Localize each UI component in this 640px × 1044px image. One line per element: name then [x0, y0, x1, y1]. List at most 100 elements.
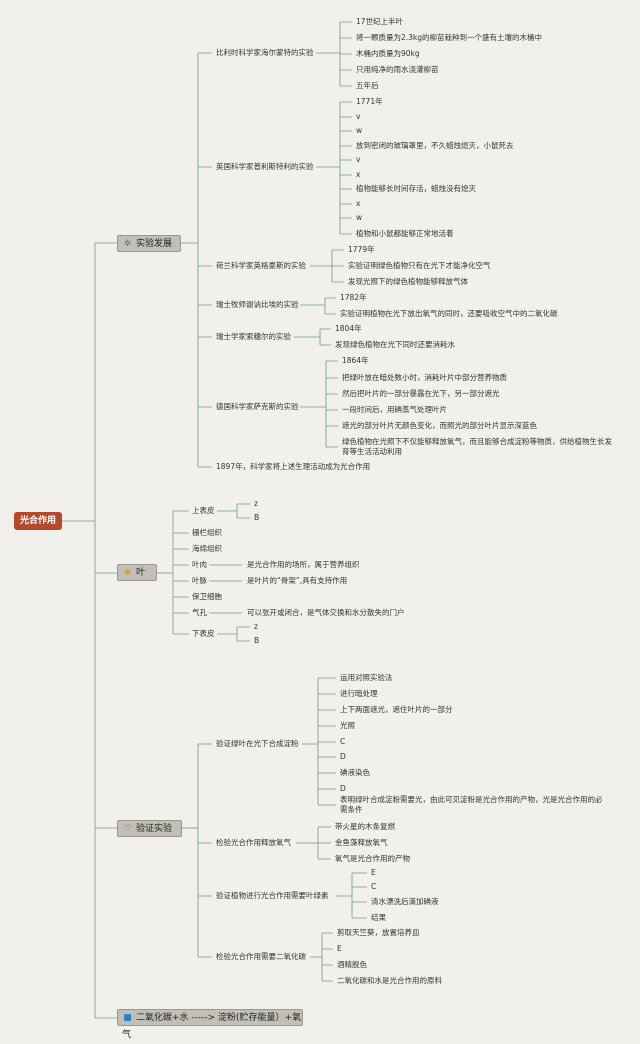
leaf-palisade[interactable]: 栅栏组织	[192, 528, 222, 537]
list-item: x	[356, 170, 361, 179]
connector	[198, 52, 212, 468]
list-item: D	[340, 752, 346, 761]
list-item: 实验证明植物在光下放出氧气的同时，还要吸收空气中的二氧化碳	[340, 309, 558, 318]
connector	[300, 297, 336, 315]
list-item: x	[356, 199, 361, 208]
list-item: z	[254, 622, 258, 631]
connector	[310, 249, 344, 283]
square-icon: ■	[123, 1013, 132, 1023]
topic-co2-test[interactable]: 检验光合作用需要二氧化碳	[216, 952, 306, 961]
list-item: 清水漂洗后滴加碘液	[371, 897, 439, 906]
list-item: 只用纯净的雨水浇灌柳苗	[356, 65, 439, 74]
category-leaf[interactable]: ❀叶	[117, 564, 157, 581]
category-label: 叶	[136, 568, 146, 578]
root-node[interactable]: 光合作用	[14, 512, 62, 530]
list-item: 金鱼藻释放氧气	[335, 838, 388, 847]
list-item: 一段时间后，用碘蒸气处理叶片	[342, 405, 447, 414]
list-item: 运用对照实验法	[340, 673, 393, 682]
list-item: B	[254, 636, 260, 645]
category-label: 实验发展	[136, 239, 173, 249]
list-item: 表明绿叶合成淀粉需要光，由此可见淀粉是光合作用的产物，光是光合作用的必需条件	[340, 795, 603, 814]
leaf-spongy[interactable]: 海绵组织	[192, 544, 222, 553]
list-item: w	[356, 213, 363, 222]
list-item: 碘液染色	[340, 768, 370, 777]
list-item: w	[356, 126, 363, 135]
list-item: 1804年	[335, 324, 362, 333]
leaf-guard-cell[interactable]: 保卫细胞	[192, 592, 222, 601]
list-item: C	[371, 882, 377, 891]
connector	[217, 503, 250, 519]
list-item: 1864年	[342, 356, 369, 365]
leaf-upper-epidermis[interactable]: 上表皮	[192, 506, 215, 515]
topic-senebier[interactable]: 瑞士牧师谢讷比埃的实验	[216, 300, 299, 309]
leaf-stoma[interactable]: 气孔	[192, 608, 207, 617]
list-item: 将一颗质量为2.3kg的柳苗栽种到一个盛有土壤的木桶中	[356, 33, 543, 42]
list-item: 酒精脱色	[337, 960, 367, 969]
topic-ingenhousz[interactable]: 荷兰科学家英格豪斯的实验	[216, 261, 306, 270]
leaf-vein[interactable]: 叶脉	[192, 576, 207, 585]
connector	[336, 872, 367, 919]
connector	[296, 826, 331, 860]
list-item: v	[356, 112, 361, 121]
list-item: 1779年	[348, 245, 375, 254]
topic-sachs[interactable]: 德国科学家萨克斯的实验	[216, 402, 299, 411]
list-item: D	[340, 784, 346, 793]
list-item: 发现光照下的绿色植物能够释放气体	[348, 277, 468, 286]
list-item: B	[254, 513, 260, 522]
list-item: 二氧化碳和水是光合作用的原料	[337, 976, 442, 985]
list-item: 木桶内质量为90kg	[356, 49, 420, 58]
list-item: v	[356, 155, 361, 164]
topic-conclusion[interactable]: 1897年，科学家将上述生理活动成为光合作用	[216, 462, 371, 471]
list-item: 1782年	[340, 293, 367, 302]
connector	[209, 564, 242, 614]
list-item: 上下两面遮光，遮住叶片的一部分	[340, 705, 453, 714]
leaf-mesophyll[interactable]: 叶肉	[192, 560, 207, 569]
list-item: 放到密闭的玻璃罩里，不久蜡烛熄灭，小鼠死去	[356, 141, 514, 150]
list-item: 发现绿色植物在光下同时还要消耗水	[335, 340, 455, 349]
category-verification-experiment[interactable]: ♡验证实验	[117, 820, 182, 837]
connector	[217, 626, 250, 642]
list-item: 氧气是光合作用的产物	[335, 854, 410, 863]
list-item: 1771年	[356, 97, 383, 106]
list-item: 然后把叶片的一部分暴露在光下，另一部分遮光	[342, 389, 500, 398]
list-item: z	[254, 499, 258, 508]
topic-saussure[interactable]: 瑞士学家索穗尔的实验	[216, 332, 291, 341]
category-label: 二氧化碳+水 -----> 淀粉(贮存能量）+氧气	[122, 1013, 302, 1040]
connector	[173, 510, 189, 635]
leaf-icon: ❀	[123, 568, 132, 578]
list-item: 五年后	[356, 81, 379, 90]
connector	[302, 677, 336, 806]
list-item: 结果	[371, 913, 386, 922]
list-item: 光照	[340, 721, 355, 730]
gear-icon: ✲	[123, 239, 132, 249]
topic-helmont[interactable]: 比利时科学家海尔蒙特的实验	[216, 48, 314, 57]
leaf-vein-desc: 是叶片的“骨架”,具有支持作用	[247, 576, 348, 585]
list-item: 植物能够长时间存活，蜡烛没有熄灭	[356, 184, 476, 193]
topic-oxygen-test[interactable]: 检验光合作用释放氧气	[216, 838, 291, 847]
leaf-mesophyll-desc: 是光合作用的场所，属于营养组织	[247, 560, 360, 569]
topic-priestley[interactable]: 英国科学家普利斯特利的实验	[216, 162, 314, 171]
leaf-stoma-desc: 可以张开或闭合，是气体交换和水分散失的门户	[247, 608, 405, 617]
connector	[198, 743, 212, 958]
connector	[310, 932, 333, 982]
list-item: 实验证明绿色植物只有在光下才能净化空气	[348, 261, 491, 270]
topic-chlorophyll-test[interactable]: 验证植物进行光合作用需要叶绿素	[216, 891, 329, 900]
list-item: 剪取天竺葵，放置培养皿	[337, 928, 420, 937]
list-item: 植物和小鼠都能够正常地活着	[356, 229, 454, 238]
list-item: E	[337, 944, 342, 953]
leaf-lower-epidermis[interactable]: 下表皮	[192, 629, 215, 638]
category-experiment-development[interactable]: ✲ 实验发展	[117, 235, 181, 252]
list-item: E	[371, 868, 376, 877]
connector	[316, 21, 352, 87]
list-item: 17世纪上半叶	[356, 17, 404, 26]
connector	[300, 360, 338, 448]
list-item: 带火星的木条复燃	[335, 822, 395, 831]
list-item: 遮光的部分叶片无颜色变化，而照光的部分叶片显示深蓝色	[342, 421, 537, 430]
category-label: 验证实验	[136, 824, 173, 834]
category-formula[interactable]: ■二氧化碳+水 -----> 淀粉(贮存能量）+氧气	[117, 1009, 303, 1040]
topic-starch-test[interactable]: 验证绿叶在光下合成淀粉	[216, 739, 299, 748]
list-item: 绿色植物在光照下不仅能够释放氧气，而且能够合成淀粉等物质，供给植物生长发育等生活…	[342, 437, 612, 456]
connector	[294, 328, 331, 346]
list-item: 把绿叶放在暗处数小时，消耗叶片中部分营养物质	[342, 373, 507, 382]
